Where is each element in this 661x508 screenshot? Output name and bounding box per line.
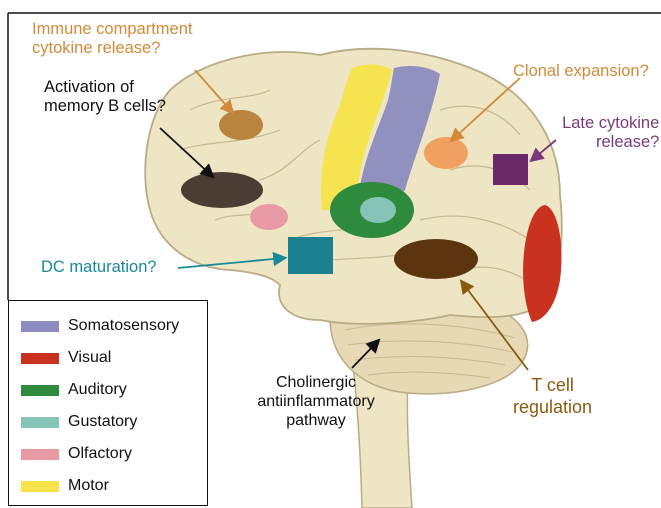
gustatory-region <box>360 197 396 223</box>
legend-item-auditory: Auditory <box>21 379 127 401</box>
legend-item-somatosensory: Somatosensory <box>21 315 179 337</box>
legend-label-motor: Motor <box>68 477 109 495</box>
late-cytokine-line-2: release? <box>556 133 659 152</box>
t-cell-label: T cell regulation <box>513 374 592 418</box>
legend-label-gustatory: Gustatory <box>68 413 137 431</box>
legend-swatch-olfactory <box>21 449 59 460</box>
immune-compartment-line-1: Immune compartment <box>32 20 192 39</box>
legend-item-gustatory: Gustatory <box>21 411 137 433</box>
cholinergic-label: Cholinergic antiinflammatory pathway <box>226 373 406 430</box>
cholinergic-line-1: Cholinergic <box>226 373 406 392</box>
legend-label-visual: Visual <box>68 349 111 367</box>
legend-label-somatosensory: Somatosensory <box>68 317 179 335</box>
olfactory-region <box>250 204 288 230</box>
dc-maturation-square <box>288 237 333 274</box>
legend-swatch-gustatory <box>21 417 59 428</box>
legend: Somatosensory Visual Auditory Gustatory … <box>8 300 208 506</box>
late-cytokine-label: Late cytokine release? <box>556 114 659 152</box>
late-cytokine-line-1: Late cytokine <box>556 114 659 133</box>
legend-swatch-visual <box>21 353 59 364</box>
legend-item-visual: Visual <box>21 347 111 369</box>
late-cytokine-square <box>493 154 528 185</box>
legend-label-olfactory: Olfactory <box>68 445 132 463</box>
memory-b-line-1: Activation of <box>44 78 166 97</box>
memory-b-spot <box>181 172 263 208</box>
t-cell-line-1: T cell <box>513 374 592 396</box>
legend-label-auditory: Auditory <box>68 381 127 399</box>
cholinergic-line-2: antiinflammatory <box>226 392 406 411</box>
t-cell-spot <box>394 239 478 279</box>
legend-swatch-auditory <box>21 385 59 396</box>
clonal-expansion-label: Clonal expansion? <box>513 62 649 81</box>
clonal-expansion-spot <box>424 137 468 169</box>
cholinergic-line-3: pathway <box>226 411 406 430</box>
dc-maturation-label: DC maturation? <box>41 258 157 277</box>
memory-b-line-2: memory B cells? <box>44 97 166 116</box>
legend-item-olfactory: Olfactory <box>21 443 132 465</box>
immune-compartment-spot <box>219 110 263 140</box>
legend-swatch-somatosensory <box>21 321 59 332</box>
legend-swatch-motor <box>21 481 59 492</box>
legend-item-motor: Motor <box>21 475 109 497</box>
immune-compartment-label: Immune compartment cytokine release? <box>32 20 192 58</box>
immune-compartment-line-2: cytokine release? <box>32 39 192 58</box>
memory-b-label: Activation of memory B cells? <box>44 78 166 116</box>
t-cell-line-2: regulation <box>513 396 592 418</box>
